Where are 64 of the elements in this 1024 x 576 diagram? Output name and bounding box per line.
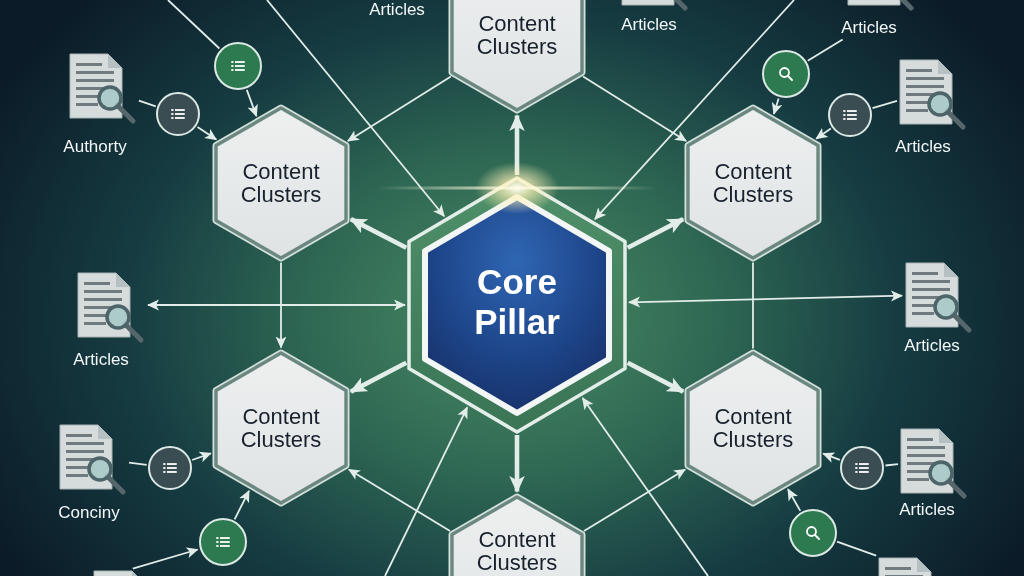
list-icon [199,518,247,566]
node-label: Articles [895,137,951,157]
cluster-hexagon [212,104,350,262]
search-icon [762,50,810,98]
node-label: Content Clusters [476,528,558,574]
node-label: Articles [841,18,897,38]
arrow [191,451,212,463]
connector-line [806,38,844,62]
arrow [245,89,258,117]
cluster-hexagon [448,493,586,576]
node-label: Articles [904,336,960,356]
arrow [349,217,408,250]
arrow [628,290,903,308]
node-label: Core Pillar [474,262,560,342]
arrow [347,75,452,142]
arrow [626,217,685,250]
node-label: Content Clusters [712,160,794,206]
connector-line [752,261,754,350]
arrow [787,488,802,512]
list-icon [214,42,262,90]
cluster-hexagon [212,349,350,507]
arrow [583,468,686,532]
arrow [509,435,525,493]
document-icon [877,556,933,576]
search-icon [789,509,837,557]
node-label: Content Clusters [240,405,322,451]
arrow [815,127,832,140]
node-label: Articles [899,500,955,520]
list-icon [156,92,200,136]
list-icon [148,446,192,490]
arrow [581,397,709,576]
node-label: Content Clusters [712,405,794,451]
arrow [266,0,446,218]
arrow [131,547,199,570]
cluster-hexagon [684,104,822,262]
arrow [196,126,218,141]
node-label: Content Clusters [476,12,558,58]
node-label: Articles [621,15,677,35]
arrow [348,468,451,532]
connector-line [167,0,221,50]
list-icon [840,446,884,490]
arrow [349,360,408,394]
arrow [582,75,687,142]
arrow [275,261,287,349]
node-label: Authorty [63,137,127,157]
arrow [147,299,406,311]
arrow [594,0,795,221]
node-label: Articles [73,350,129,370]
connector-line [836,540,878,557]
connector-line [871,99,898,110]
arrow [626,360,685,394]
connector-line [884,463,899,467]
cluster-hexagon [448,0,586,114]
connector-line [128,461,148,466]
cluster-hexagon [684,349,822,507]
text-label: Articles [369,0,425,20]
connector-line [138,99,157,108]
arrow [384,406,469,576]
node-label: Content Clusters [240,160,322,206]
list-icon [828,93,872,137]
arrow [771,97,783,115]
arrow [822,452,841,463]
node-label: Conciny [58,503,120,523]
arrow [233,490,250,521]
